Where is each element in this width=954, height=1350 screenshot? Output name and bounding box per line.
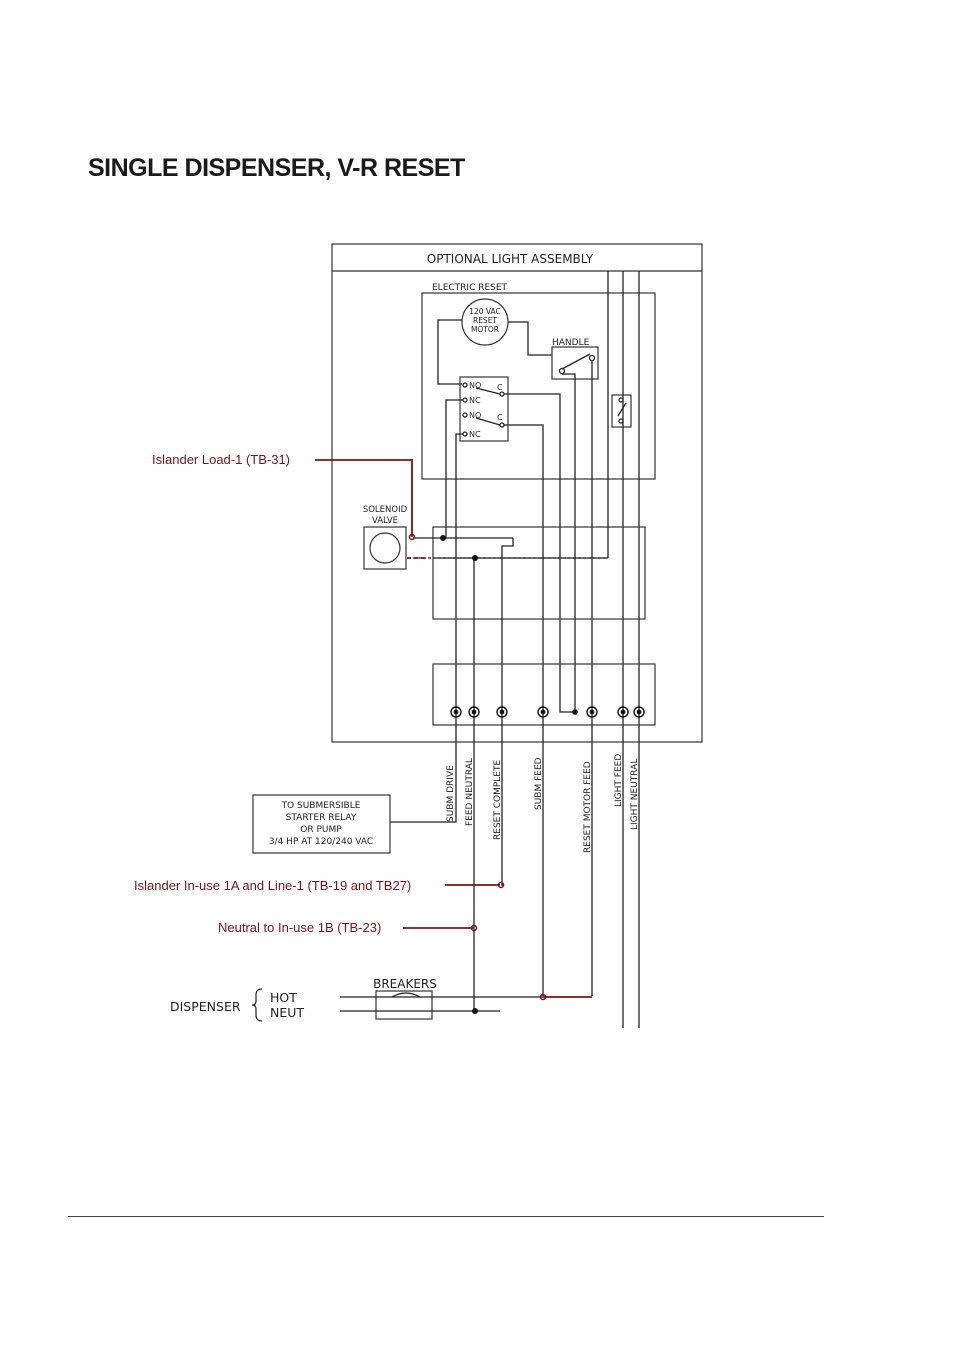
switch2-nc: NC [469,430,481,439]
dispenser-neut: NEUT [270,1005,304,1020]
relay-c1-wire [504,393,575,713]
switch2-nc-contact [462,431,468,437]
starter-line-1: TO SUBMERSIBLE [281,801,361,811]
starter-relay-box [252,794,391,854]
switch2-c: C [497,413,503,422]
light-switch-blade [617,402,627,417]
junction-box [432,526,646,620]
annotation-load: Islander Load-1 (TB-31) [152,452,290,467]
breaker-arc [391,992,421,998]
electric-reset-label: ELECTRIC RESET [432,283,508,293]
motor-label-2: RESET [473,316,497,325]
hot-red-dot [539,993,547,1001]
motor-wire-right [508,321,552,356]
terminal-label-reset-complete: RESET COMPLETE [493,760,503,840]
handle-junction-dot [572,709,578,715]
solenoid-label-1: SOLENOID [363,505,408,515]
switch2-no: NO [469,411,481,420]
handle-label: HANDLE [552,338,590,348]
terminal-label-feed-neutral: FEED NEUTRAL [465,758,475,826]
terminal-screw [617,706,629,718]
motor-label-3: MOTOR [471,325,499,334]
switch1-no: NO [469,381,481,390]
annotation-inuse: Islander In-use 1A and Line-1 (TB-19 and… [134,878,411,893]
handle-contact-1 [558,367,566,375]
annotation-load-dot [408,533,416,541]
subm-drive-down [390,712,457,823]
annotation-neutral: Neutral to In-use 1B (TB-23) [218,920,381,935]
handle-contact-2 [588,354,596,362]
annotation-neutral-dot [470,924,478,932]
switch2-no-contact [462,412,468,418]
dispenser-brace [251,988,263,1022]
annotation-inuse-dot [497,881,505,889]
relay-nc2-wire [455,433,463,710]
handle-wire-left [562,373,576,712]
electric-reset-box [421,292,656,480]
switch1-blade [475,387,501,395]
motor-label-1: 120 VAC [469,307,501,316]
starter-line-2: STARTER RELAY [286,813,357,823]
terminal-strip [432,663,656,726]
footer-rule [68,1216,824,1217]
dispenser-hot: HOT [270,990,297,1005]
relay-c2-wire [504,424,544,710]
switch1-c: C [497,383,503,392]
switch1-no-contact [462,382,468,388]
terminal-label-subm-feed: SUBM FEED [534,757,544,810]
switch2-c-contact [499,422,505,428]
light-switch-box [611,394,632,428]
terminal-screw-center [636,709,642,715]
switch1-nc: NC [469,396,481,405]
light-assembly-label: OPTIONAL LIGHT ASSEMBLY [427,252,594,266]
starter-line-3: OR PUMP [300,825,342,835]
terminal-screw [633,706,645,718]
switch2-blade [475,417,501,426]
terminal-label-subm-drive: SUBM DRIVE [446,765,456,822]
switch1-nc-contact [462,397,468,403]
solenoid-valve-icon [369,532,401,564]
terminal-label-reset-motor-feed: RESET MOTOR FEED [583,761,593,853]
dispenser-label: DISPENSER [170,999,241,1014]
terminal-label-light-feed: LIGHT FEED [614,754,624,807]
breakers-label: BREAKERS [373,977,437,991]
starter-line-4: 3/4 HP AT 120/240 VAC [269,837,373,847]
reset-relay-box [459,376,509,442]
junction-dot-2 [472,555,478,561]
terminal-screw-center [620,709,626,715]
relay-nc1-wire [445,399,463,538]
switch1-c-contact [499,391,505,397]
solenoid-valve-box [363,526,407,570]
solenoid-label-2: VALVE [372,516,398,526]
motor-wire-left [437,319,462,385]
reset-complete-wire [501,538,514,710]
terminal-label-light-neutral: LIGHT NEUTRAL [630,759,640,830]
neut-junction [472,1008,478,1014]
annotation-load-line [315,459,413,537]
junction-dot-1 [440,535,446,541]
enclosure-box [331,243,703,743]
page-title: SINGLE DISPENSER, V-R RESET [88,154,465,182]
terminal-screws [450,706,645,718]
handle-blade [561,353,591,370]
breakers-box [375,990,433,1020]
